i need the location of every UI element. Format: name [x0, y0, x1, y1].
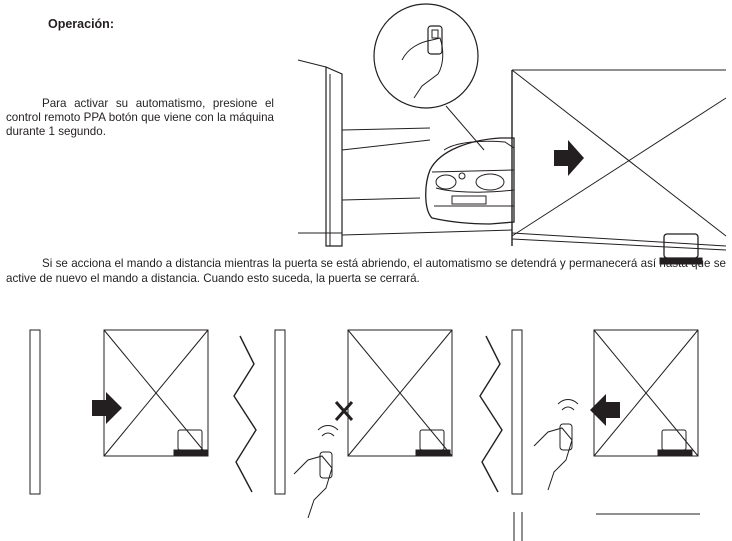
section-heading: Operación: [48, 17, 114, 31]
arrow-right-icon [92, 392, 122, 424]
hand-remote-stage-3 [533, 399, 579, 491]
stage-closing [511, 329, 699, 495]
stop-x-icon [334, 401, 354, 421]
stage-opening [29, 329, 209, 495]
arrow-left-icon [590, 394, 620, 426]
stage-stopped [274, 329, 453, 495]
gate-motor [659, 233, 703, 265]
arrow-right-icon [554, 140, 584, 176]
intro-paragraph: Para activar su automatismo, presione el… [6, 97, 274, 139]
break-line [479, 335, 503, 493]
sliding-gate-panel [511, 69, 727, 251]
break-line [233, 335, 257, 493]
car-illustration [425, 137, 515, 225]
remote-instructions-paragraph: Si se acciona el mando a distancia mient… [6, 257, 726, 286]
remote-callout [373, 3, 485, 151]
hand-remote-stage-2 [293, 425, 339, 519]
